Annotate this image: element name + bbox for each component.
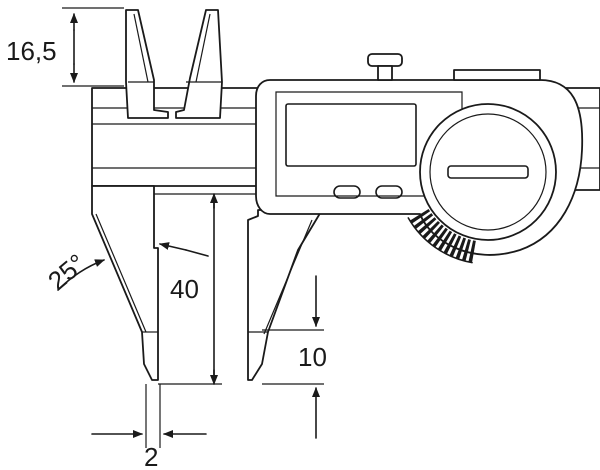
- display-buttons: [333, 185, 403, 199]
- thumb-wheel-tooth: [455, 237, 466, 260]
- battery-cover: [419, 103, 557, 241]
- dimension-upper-jaw: 16,5: [6, 7, 124, 87]
- thumb-wheel-tooth: [427, 224, 444, 244]
- thumb-wheel-tooth: [432, 227, 448, 248]
- thumb-wheel-tooth: [468, 240, 476, 263]
- lcd-screen: [285, 103, 417, 167]
- thumb-wheel-tooth: [417, 217, 437, 235]
- dimension-jaw-depth: 40: [158, 193, 222, 385]
- label-jaw-depth: 40: [170, 274, 199, 304]
- label-upper-jaw: 16,5: [6, 36, 57, 66]
- thumb-wheel-tooth: [413, 213, 434, 230]
- upper-jaw-slider: [175, 9, 223, 119]
- display-button-left: [333, 185, 361, 199]
- lower-jaw-slider: [247, 209, 323, 381]
- thumb-wheel-tooth: [449, 235, 462, 257]
- display-button-right: [375, 185, 403, 199]
- upper-jaw-fixed: [125, 9, 169, 119]
- dimension-tip-width: 2: [91, 384, 207, 470]
- thumb-wheel: [407, 208, 476, 264]
- thumb-wheel-rim: [407, 217, 473, 264]
- dimension-lower-jaw: 10: [262, 275, 327, 439]
- lower-jaw-fixed: [91, 185, 264, 381]
- slider-top-plate: [453, 69, 541, 81]
- thumb-wheel-tooth: [461, 239, 471, 262]
- label-lower-jaw: 10: [298, 342, 327, 372]
- thumb-wheel-tooth: [437, 230, 453, 251]
- label-jaw-angle: 25°: [42, 248, 91, 296]
- thumb-wheel-tooth: [443, 233, 457, 255]
- dimension-jaw-angle: 25°: [42, 248, 105, 296]
- locking-screw: [367, 53, 403, 81]
- thumb-wheel-tooth: [409, 208, 431, 224]
- thumb-wheel-tooth: [422, 220, 440, 239]
- label-tip-width: 2: [144, 442, 158, 470]
